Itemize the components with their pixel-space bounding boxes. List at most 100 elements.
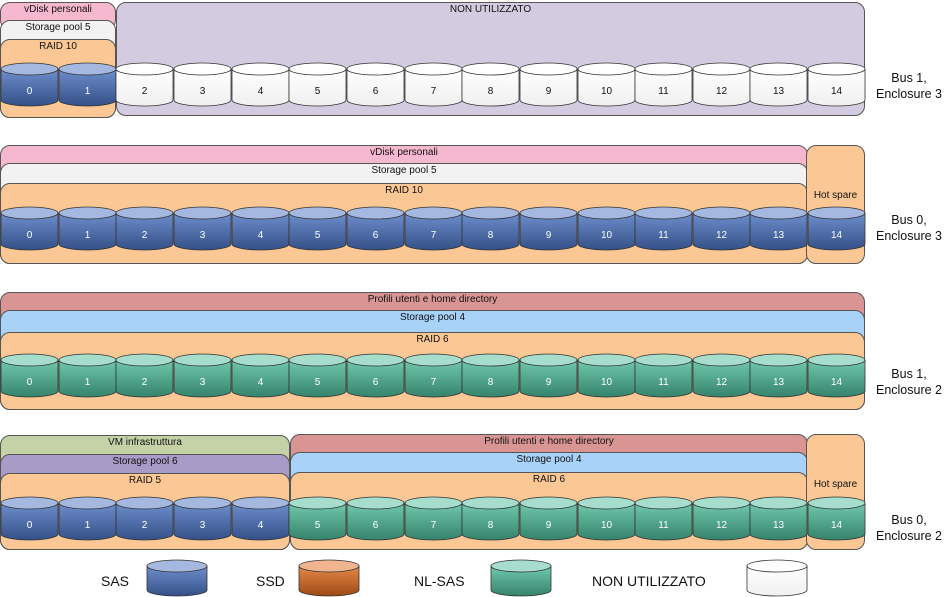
disk-sas: 8 [461,206,520,251]
legend-disk-icon [298,559,360,597]
storage-group-label: vDisk personali [24,4,92,15]
disk-nl-sas: 11 [634,353,693,398]
disk-non-utilizzato: 8 [461,62,520,107]
storage-group-label: Hot spare [813,190,858,201]
disk-number: 7 [430,377,436,388]
disk-nl-sas: 8 [461,496,520,541]
disk-non-utilizzato: 10 [577,62,635,107]
disk-number: 9 [546,377,552,388]
disk-sas: 5 [288,206,347,251]
disk-sas: 9 [519,206,578,251]
disk-number: 11 [658,520,669,531]
disk-nl-sas: 9 [519,353,578,398]
disk-number: 14 [831,86,843,97]
bus-enclosure-line: Enclosure 3 [875,87,942,101]
storage-group-label: Hot spare [813,479,858,490]
disk-number: 0 [27,377,33,388]
storage-group-label: Profili utenti e home directory [484,436,614,447]
disk-number: 13 [773,377,785,388]
disk-number: 10 [600,520,612,531]
disk-sas: 7 [404,206,462,251]
disk-number: 14 [831,520,843,531]
bus-enclosure-label: Bus 1, Enclosure 3 [866,70,952,102]
storage-group-label: vDisk personali [370,147,438,158]
disk-nl-sas: 14 [807,496,866,541]
legend-label: NL-SAS [414,573,465,589]
disk-number: 1 [84,377,90,388]
disk-nl-sas: 4 [231,353,289,398]
disk-number: 13 [773,520,785,531]
disk-nl-sas: 13 [750,496,808,541]
disk-number: 3 [200,377,206,388]
disk-number: 2 [142,377,148,388]
disk-non-utilizzato: 13 [750,62,808,107]
disk-nl-sas: 2 [115,353,174,398]
disk-number: 4 [257,86,263,97]
disk-number: 10 [600,230,612,241]
bus-enclosure-line: Bus 0, [891,513,927,527]
disk-sas: 4 [231,206,289,251]
disk-sas: 12 [692,206,751,251]
disk-nl-sas: 14 [807,353,866,398]
disk-number: 11 [658,86,669,97]
disk-non-utilizzato: 3 [173,62,232,107]
disk-nl-sas: 8 [461,353,520,398]
disk-nl-sas: 13 [750,353,808,398]
disk-number: 11 [658,230,669,241]
disk-number: 2 [142,86,148,97]
disk-nl-sas: 12 [692,496,751,541]
disk-nl-sas: 9 [519,496,578,541]
disk-number: 6 [373,86,379,97]
disk-number: 8 [488,520,494,531]
disk-number: 2 [142,230,148,241]
storage-group-label: NON UTILIZZATO [449,4,532,15]
disk-number: 9 [546,230,552,241]
disk-number: 7 [430,230,436,241]
disk-nl-sas: 5 [288,353,347,398]
disk-number: 8 [488,86,494,97]
disk-non-utilizzato: 9 [519,62,578,107]
disk-number: 7 [430,86,436,97]
disk-sas: 0 [0,206,59,251]
disk-number: 2 [142,520,148,531]
disk-nl-sas: 7 [404,353,462,398]
bus-enclosure-line: Enclosure 3 [875,229,942,243]
bus-enclosure-line: Bus 0, [891,213,927,227]
disk-nl-sas: 12 [692,353,751,398]
disk-number: 6 [373,520,379,531]
disk-number: 0 [27,520,33,531]
disk-sas: 0 [0,496,59,541]
disk-sas: 4 [231,496,289,541]
disk-sas: 14 [807,206,866,251]
disk-non-utilizzato: 7 [404,62,462,107]
disk-number: 5 [315,377,321,388]
bus-enclosure-line: Enclosure 2 [875,529,942,543]
legend-label: SSD [256,573,285,589]
disk-number: 1 [84,230,90,241]
disk-number: 0 [27,230,33,241]
disk-non-utilizzato: 12 [692,62,751,107]
legend-disk-icon [746,559,808,597]
disk-sas: 0 [0,62,59,107]
disk-number: 1 [84,86,90,97]
bus-enclosure-label: Bus 1,Enclosure 2 [866,366,952,398]
disk-sas: 2 [115,206,174,251]
disk-non-utilizzato: 6 [346,62,405,107]
storage-group-label: Profili utenti e home directory [367,294,498,305]
disk-number: 6 [373,377,379,388]
bus-enclosure-line: Bus 1, [891,71,927,85]
disk-number: 4 [257,377,263,388]
disk-nl-sas: 0 [0,353,59,398]
storage-group-label: Storage pool 4 [399,312,466,323]
disk-number: 4 [257,520,263,531]
storage-group-label: Storage pool 6 [112,456,178,467]
disk-number: 7 [430,520,436,531]
disk-number: 9 [546,520,552,531]
disk-number: 10 [600,86,612,97]
disk-non-utilizzato: 2 [115,62,174,107]
disk-nl-sas: 5 [288,496,347,541]
disk-nl-sas: 6 [346,353,405,398]
disk-number: 8 [488,230,494,241]
disk-number: 5 [315,520,321,531]
